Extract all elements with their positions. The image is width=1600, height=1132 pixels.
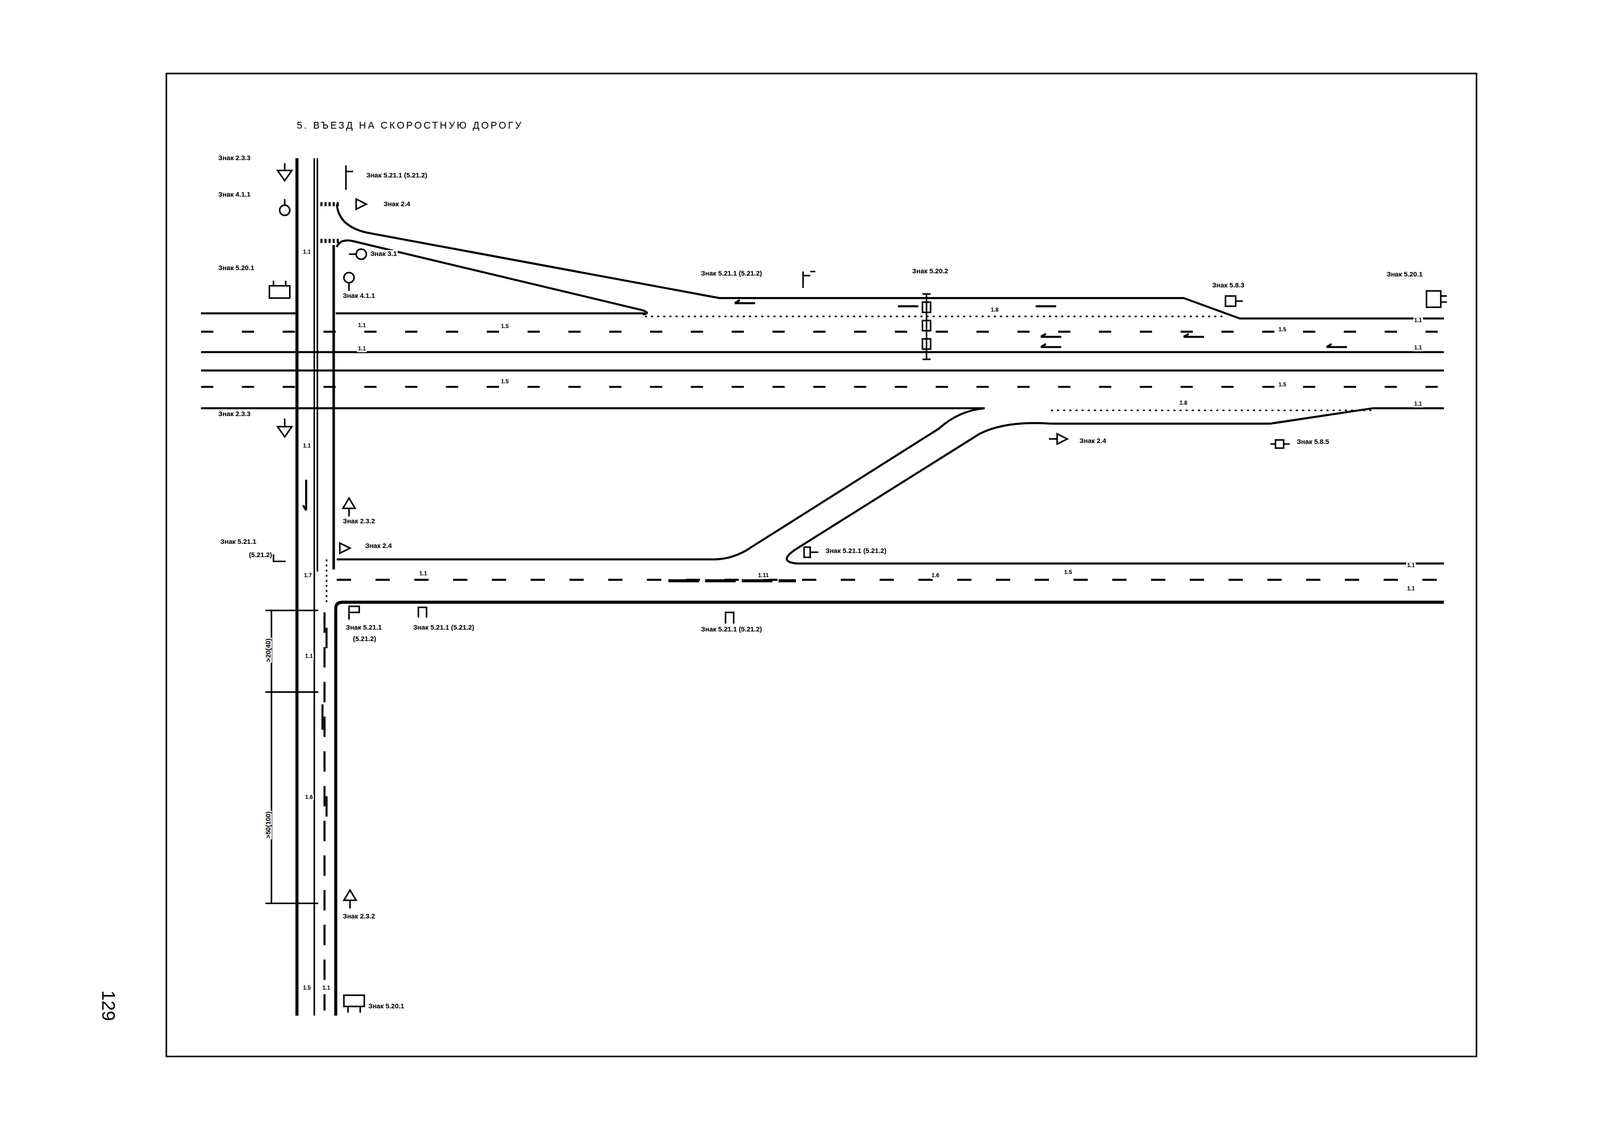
page-number: 129 — [98, 988, 119, 1022]
marking-number: 1.11 — [757, 572, 770, 579]
sign-label: Знак 2.4 — [364, 541, 393, 550]
sign-label: Знак 5.21.1 (5.21.2) — [412, 623, 476, 631]
sign-label: Знак 5.8.3 — [1211, 281, 1246, 289]
sign-label: Знак 5.8.5 — [1295, 437, 1330, 446]
marking-number: 1.8 — [989, 306, 1000, 314]
sign-label: Знак 5.20.1 — [217, 264, 256, 272]
sign-label: Знак 5.21.1 — [219, 537, 258, 546]
sign-label: Знак 2.3.3 — [217, 410, 252, 418]
sign-label: Знак 5.20.1 — [1385, 270, 1424, 278]
sign-label: (5.21.2) — [352, 634, 378, 643]
marking-number: 1.6 — [930, 572, 941, 579]
marking-number: 1.1 — [1413, 317, 1424, 324]
marking-number: 1.1 — [1413, 344, 1424, 352]
marking-number: 1.5 — [1063, 569, 1073, 576]
sign-label: Знак 2.4 — [1078, 436, 1107, 445]
marking-number: 1.5 — [499, 378, 510, 385]
sign-label: Знак 5.21.1 (5.21.2) — [700, 269, 764, 277]
marking-number: 1.5 — [499, 323, 510, 330]
marking-number: 1.6 — [304, 794, 314, 801]
sign-label: (5.21.2) — [248, 550, 274, 559]
sign-label: Знак 3.1 — [369, 249, 398, 258]
sign-label: Знак 5.21.1 (5.21.2) — [700, 625, 764, 633]
marking-number: 1.5 — [301, 984, 312, 992]
marking-number: 1.5 — [1277, 326, 1288, 333]
sign-label: Знак 5.20.1 — [367, 1002, 406, 1010]
marking-number: 1.1 — [301, 249, 312, 256]
marking-number: 1.1 — [321, 984, 332, 992]
dimension-label: >50(100) — [264, 810, 272, 839]
sign-label: Знак 2.3.2 — [341, 517, 376, 525]
sign-label: Знак 5.21.1 — [344, 623, 383, 631]
sign-label: Знак 5.21.1 (5.21.2) — [365, 171, 429, 179]
marking-number: 1.1 — [304, 653, 314, 660]
marking-number: 1.7 — [302, 572, 313, 579]
dimension-label: >20(40) — [264, 637, 272, 663]
sign-label: Знак 4.1.1 — [217, 190, 252, 198]
marking-number: 1.1 — [1413, 400, 1424, 408]
marking-number: 1.1 — [301, 442, 312, 450]
sign-label: Знак 5.20.2 — [911, 267, 950, 275]
marking-number: 1.1 — [418, 570, 428, 577]
marking-number: 1.5 — [1277, 381, 1288, 389]
diagram-title: 5. ВЪЕЗД НА СКОРОСТНУЮ ДОРОГУ — [296, 120, 525, 131]
marking-number: 1.1 — [1406, 585, 1416, 593]
marking-number: 1.8 — [1178, 400, 1189, 407]
marking-number: 1.1 — [357, 322, 367, 329]
marking-number: 1.1 — [1406, 562, 1416, 569]
sign-label: Знак 2.4 — [382, 200, 411, 208]
sign-label: Знак 2.3.3 — [217, 154, 252, 162]
sign-label: Знак 2.3.2 — [341, 912, 376, 920]
sign-label: Знак 4.1.1 — [341, 291, 376, 300]
sign-label: Знак 5.21.1 (5.21.2) — [824, 546, 888, 555]
marking-number: 1.1 — [357, 345, 367, 353]
